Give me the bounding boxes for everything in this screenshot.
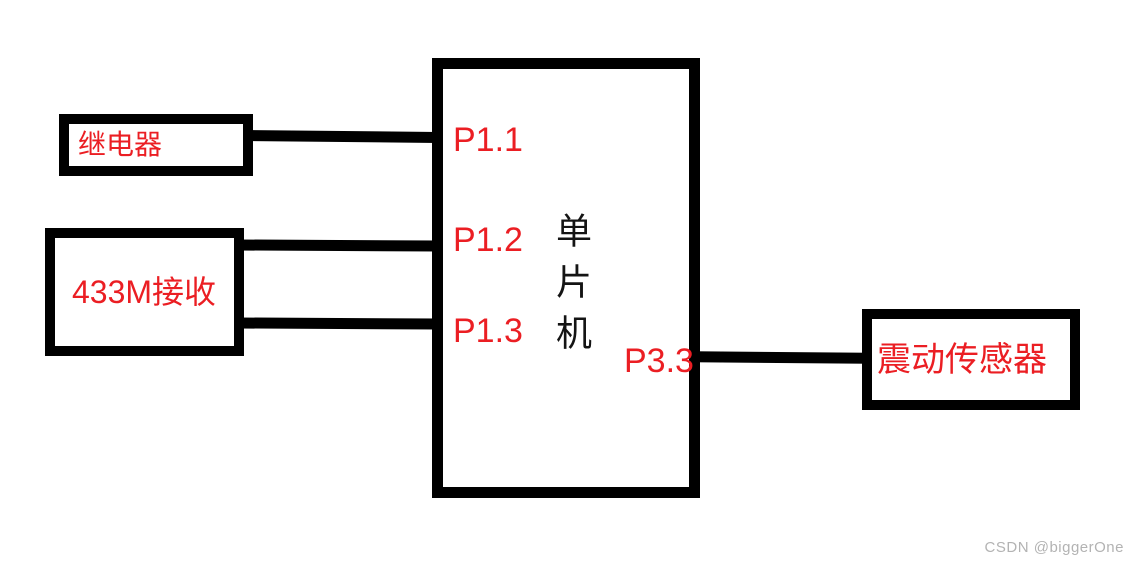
receiver-433m-label: 433M接收 bbox=[72, 274, 217, 310]
watermark-text: CSDN @biggerOne bbox=[984, 539, 1124, 556]
vibration-sensor-box: 震动传感器 bbox=[862, 309, 1080, 410]
pin-label-p1-2: P1.2 bbox=[453, 221, 523, 259]
receiver-433m-box: 433M接收 bbox=[45, 228, 244, 356]
wire-receiver-to-p1-3 bbox=[237, 317, 439, 330]
mcu-box bbox=[432, 58, 700, 498]
wire-relay-to-p1-1 bbox=[246, 130, 439, 143]
pin-label-p1-3: P1.3 bbox=[453, 312, 523, 350]
relay-label: 继电器 bbox=[78, 129, 163, 160]
pin-label-p1-1: P1.1 bbox=[453, 121, 523, 159]
wire-receiver-to-p1-2 bbox=[237, 239, 439, 252]
vibration-sensor-label: 震动传感器 bbox=[877, 340, 1047, 379]
relay-box: 继电器 bbox=[59, 114, 253, 176]
mcu-title: 单片机 bbox=[551, 212, 592, 365]
wire-p3-3-to-sensor bbox=[693, 351, 869, 364]
pin-label-p3-3: P3.3 bbox=[624, 342, 694, 380]
